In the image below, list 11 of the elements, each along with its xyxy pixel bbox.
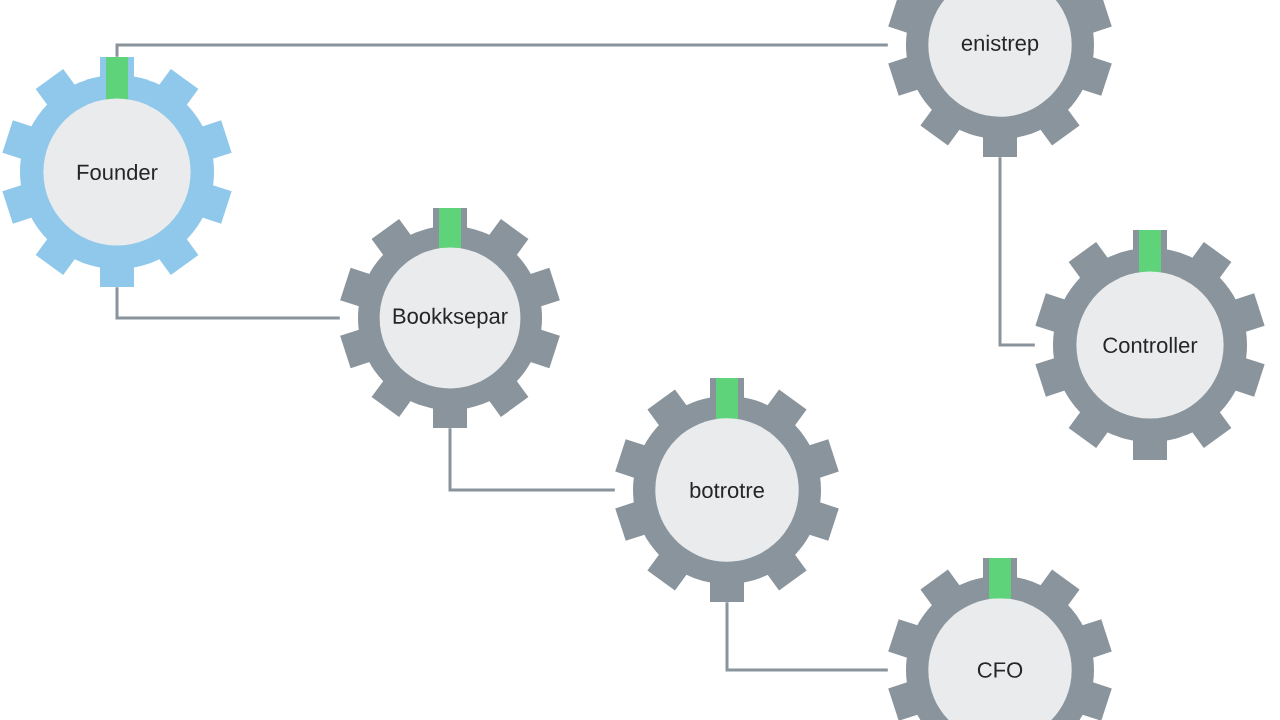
connector-line — [448, 428, 615, 492]
gear-node: CFO — [888, 558, 1112, 720]
connector-line — [998, 157, 1035, 347]
gear-node: Founder — [2, 57, 232, 287]
gear-node: Controller — [1035, 230, 1265, 460]
connector-line — [725, 602, 888, 672]
gear-node: enistrep — [888, 0, 1112, 157]
gear-node: botrotre — [615, 378, 839, 602]
connector-line — [115, 287, 340, 320]
gear-node: Bookksepar — [340, 208, 560, 428]
connector-line — [115, 43, 888, 57]
